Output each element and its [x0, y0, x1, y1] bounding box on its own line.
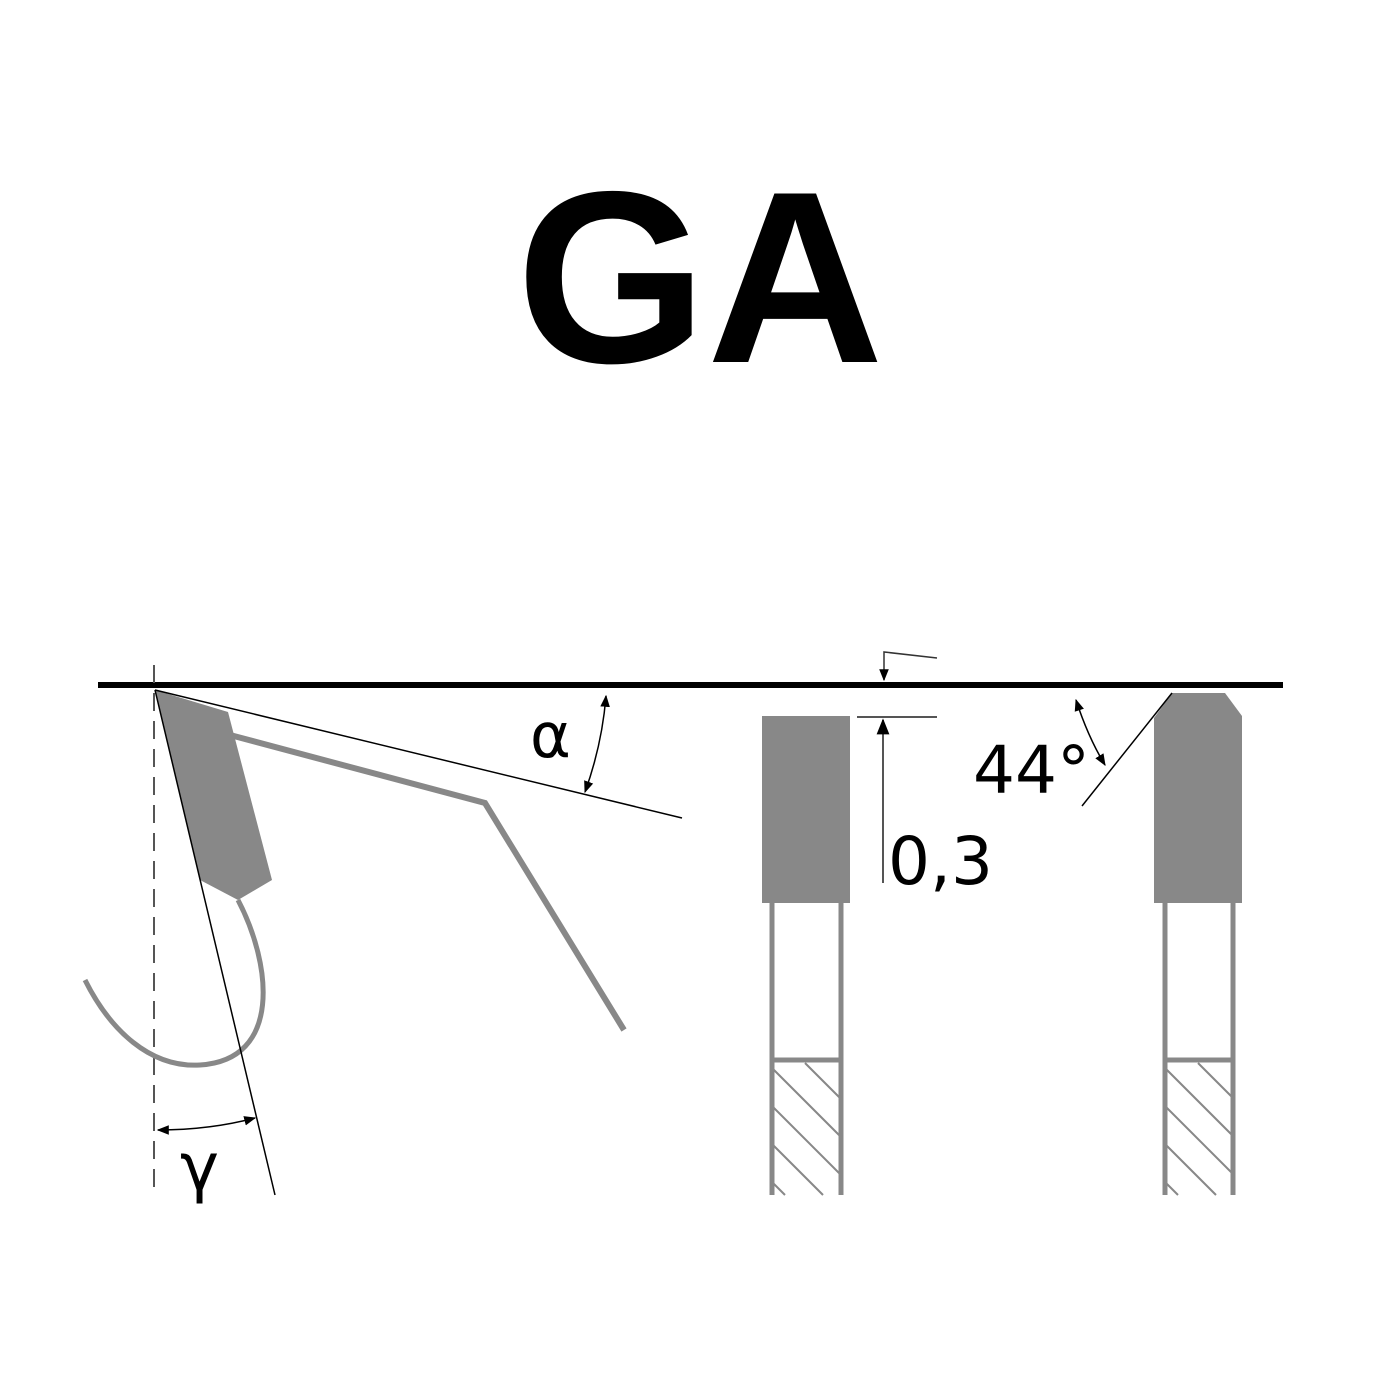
bevel-line — [1081, 692, 1173, 807]
blade-body-middle — [769, 903, 844, 1195]
tooth-back — [229, 732, 627, 1032]
carbide-tip-bevel — [1154, 693, 1242, 903]
hatching-middle — [771, 1062, 842, 1196]
bevel-angle-arrow — [1074, 698, 1106, 767]
alpha-arrow — [584, 694, 610, 794]
gamma-label: γ — [180, 1129, 219, 1206]
diagram-title: GA — [516, 140, 884, 414]
small-pointer-arrow — [879, 651, 938, 682]
gullet-curve — [82, 898, 266, 1068]
clearance-line — [154, 689, 683, 819]
carbide-tip-flat — [762, 716, 850, 903]
alpha-label: α — [530, 699, 571, 772]
carbide-tip-side — [155, 690, 272, 900]
hatching-right — [1164, 1062, 1234, 1196]
bevel-height-label: 0,3 — [888, 823, 993, 900]
rake-face-line — [154, 689, 276, 1196]
bevel-angle-label: 44° — [973, 732, 1090, 809]
gamma-arrow — [156, 1116, 257, 1135]
blade-body-right — [1162, 903, 1236, 1195]
